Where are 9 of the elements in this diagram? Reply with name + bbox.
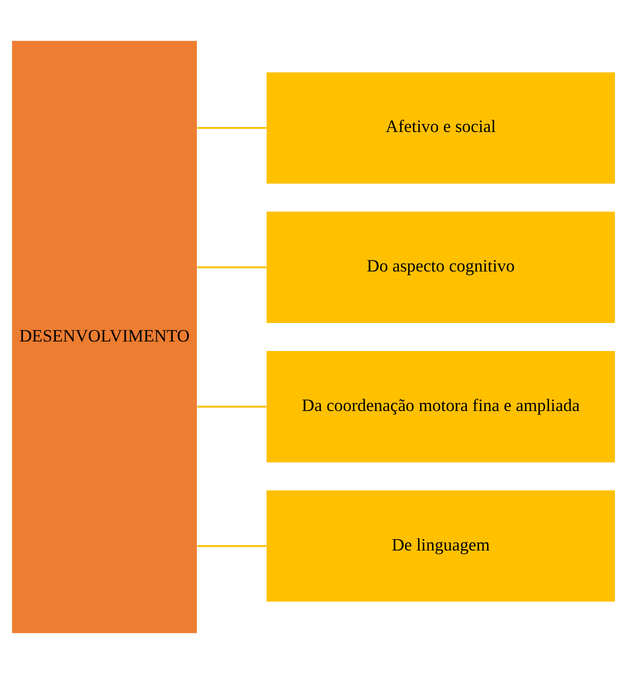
node-box: Do aspecto cognitivo (266, 211, 615, 322)
connector (197, 266, 266, 268)
connector (197, 405, 266, 408)
node-box: DESENVOLVIMENTO (12, 40, 197, 633)
node-box: Da coordenação motora fina e ampliada (266, 350, 615, 462)
node-box: Afetivo e social (266, 72, 615, 184)
connector (197, 126, 266, 128)
connector (197, 544, 266, 546)
node-box: De linguagem (266, 490, 615, 602)
